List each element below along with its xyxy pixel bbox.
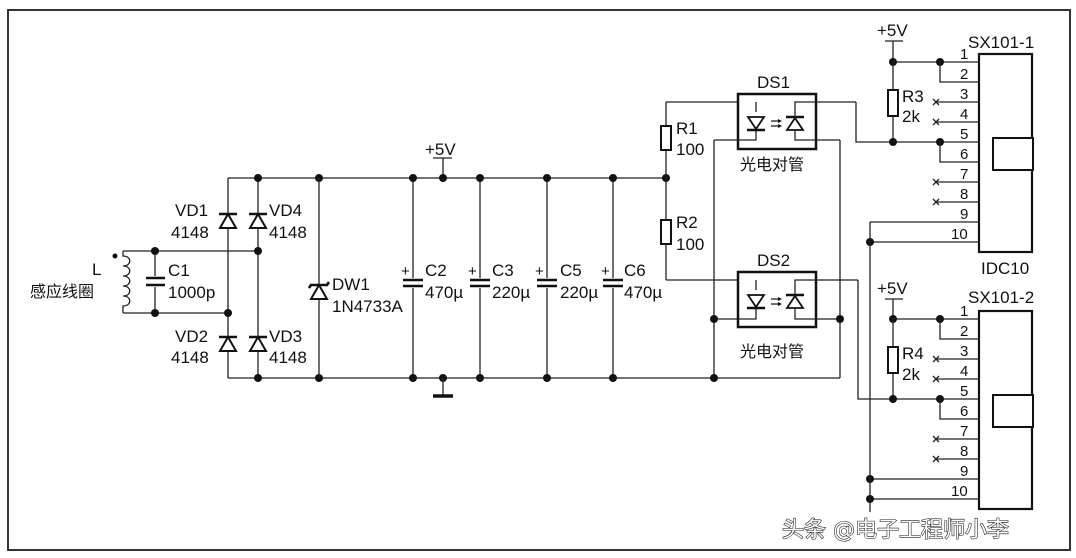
svg-text:3: 3 xyxy=(960,86,968,103)
svg-text:+: + xyxy=(468,263,477,280)
svg-text:R2: R2 xyxy=(676,213,698,232)
svg-text:DW1: DW1 xyxy=(332,275,370,294)
svg-text:220µ: 220µ xyxy=(492,283,530,302)
svg-text:1N4733A: 1N4733A xyxy=(332,297,404,316)
svg-text:220µ: 220µ xyxy=(560,283,598,302)
inductor-symbol xyxy=(122,251,131,313)
svg-text:C3: C3 xyxy=(492,261,514,280)
supply-5v-top: +5V xyxy=(425,140,456,182)
svg-text:C6: C6 xyxy=(624,261,646,280)
svg-text:1: 1 xyxy=(960,46,968,63)
svg-text:4: 4 xyxy=(960,363,968,380)
svg-text:5: 5 xyxy=(960,383,968,400)
svg-text:4148: 4148 xyxy=(269,348,307,367)
svg-text:4148: 4148 xyxy=(171,223,209,242)
svg-text:+: + xyxy=(535,263,544,280)
optocoupler-DS2: DS2 光电对管 xyxy=(714,251,858,361)
svg-text:4148: 4148 xyxy=(269,223,307,242)
capacitor-C6: + C6 470µ xyxy=(601,174,662,382)
svg-text:4: 4 xyxy=(960,106,968,123)
diode-VD3: VD3 4148 xyxy=(248,327,307,367)
diode-VD2: VD2 4148 xyxy=(171,327,238,367)
capacitor-C3: + C3 220µ xyxy=(468,174,530,382)
svg-text:7: 7 xyxy=(960,166,968,183)
capacitor-C1: C1 1000p xyxy=(146,247,215,317)
svg-text:VD1: VD1 xyxy=(175,201,208,220)
resistor-R2: R2 100 xyxy=(660,213,704,254)
capacitor-C5: + C5 220µ xyxy=(535,174,598,382)
coil-desc: 感应线圈 xyxy=(30,282,94,301)
svg-text:C2: C2 xyxy=(425,261,447,280)
svg-text:9: 9 xyxy=(960,206,968,223)
svg-text:DS1: DS1 xyxy=(757,73,790,92)
svg-text:4148: 4148 xyxy=(171,348,209,367)
c1-ref: C1 xyxy=(168,261,190,280)
svg-text:8: 8 xyxy=(960,443,968,460)
svg-text:C5: C5 xyxy=(560,261,582,280)
svg-text:+5V: +5V xyxy=(877,21,908,40)
svg-text:SX101-1: SX101-1 xyxy=(968,33,1034,52)
connector-SX101-1: SX101-1 IDC10 +5V R3 2k 1 2 3 4 5 6 xyxy=(866,21,1034,278)
svg-text:+: + xyxy=(401,263,410,280)
zener-DW1: DW1 1N4733A xyxy=(307,178,404,378)
resistor-R1: R1 100 xyxy=(660,119,704,159)
connector-SX101-2: SX101-2 +5V R4 2k 1 2 3 4 5 6 7 xyxy=(866,279,1034,511)
svg-text:2: 2 xyxy=(960,66,968,83)
svg-text:100: 100 xyxy=(676,140,704,159)
optocoupler-DS1: DS1 光电对管 xyxy=(714,73,856,174)
coil-polarity-dot xyxy=(112,253,118,259)
svg-text:5: 5 xyxy=(960,126,968,143)
svg-text:7: 7 xyxy=(960,423,968,440)
ground-symbol xyxy=(433,374,453,398)
svg-text:2k: 2k xyxy=(902,365,920,384)
svg-text:3: 3 xyxy=(960,343,968,360)
svg-text:R1: R1 xyxy=(676,119,698,138)
coil-ref: L xyxy=(92,260,101,279)
svg-text:10: 10 xyxy=(951,226,968,243)
coil-L: L 感应线圈 xyxy=(30,251,131,313)
svg-text:470µ: 470µ xyxy=(624,283,662,302)
svg-text:+: + xyxy=(601,263,610,280)
svg-text:+5V: +5V xyxy=(425,140,456,159)
svg-text:+5V: +5V xyxy=(877,279,908,298)
svg-text:VD2: VD2 xyxy=(175,327,208,346)
svg-text:DS2: DS2 xyxy=(757,251,790,270)
svg-text:光电对管: 光电对管 xyxy=(740,155,804,174)
diode-VD1: VD1 4148 xyxy=(171,201,238,242)
svg-text:100: 100 xyxy=(676,235,704,254)
svg-text:IDC10: IDC10 xyxy=(981,259,1029,278)
svg-text:VD4: VD4 xyxy=(269,201,302,220)
c1-value: 1000p xyxy=(168,283,215,302)
svg-text:SX101-2: SX101-2 xyxy=(968,288,1034,307)
svg-text:10: 10 xyxy=(951,483,968,500)
svg-text:9: 9 xyxy=(960,463,968,480)
frame-border xyxy=(7,9,1071,551)
capacitor-C2: + C2 470µ xyxy=(401,174,463,382)
svg-text:6: 6 xyxy=(960,403,968,420)
diode-VD4: VD4 4148 xyxy=(248,201,307,242)
svg-text:2: 2 xyxy=(960,323,968,340)
svg-text:2k: 2k xyxy=(902,107,920,126)
svg-text:R4: R4 xyxy=(902,344,924,363)
svg-text:6: 6 xyxy=(960,146,968,163)
svg-text:光电对管: 光电对管 xyxy=(740,342,804,361)
svg-text:R3: R3 xyxy=(902,87,924,106)
svg-text:8: 8 xyxy=(960,186,968,203)
watermark: 头条 @电子工程师小李 xyxy=(782,518,1009,543)
svg-text:1: 1 xyxy=(960,303,968,320)
svg-text:470µ: 470µ xyxy=(425,283,463,302)
svg-text:VD3: VD3 xyxy=(269,327,302,346)
